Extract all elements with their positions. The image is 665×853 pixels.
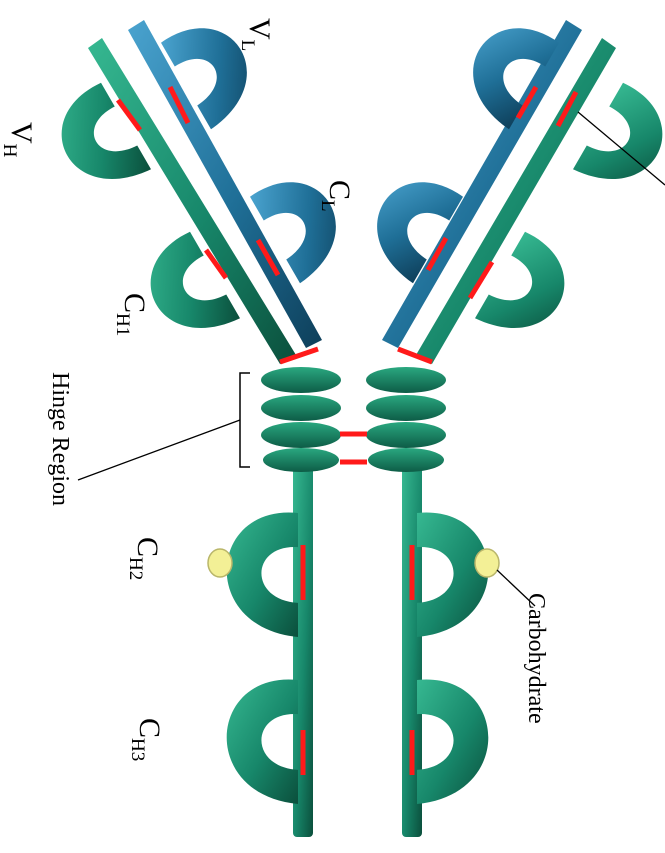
- label-hinge-region: Hinge Region: [47, 372, 73, 506]
- hinge-bracket: [240, 373, 250, 467]
- carbohydrate-left: [208, 549, 232, 577]
- svg-text:CH2: CH2: [125, 537, 164, 580]
- svg-text:CH3: CH3: [127, 718, 166, 761]
- label-ch2: CH2: [125, 537, 164, 580]
- right-cl-domain: [356, 164, 463, 284]
- label-carbohydrate: Carbohydrate: [523, 593, 549, 724]
- svg-text:CH1: CH1: [112, 293, 151, 336]
- label-ch3: CH3: [127, 718, 166, 761]
- right-vh-domain: [573, 82, 665, 202]
- ch2-domain-left: [227, 513, 298, 637]
- ch2-domain-right: [417, 513, 488, 637]
- hinge-region: [78, 367, 446, 480]
- fc-region: [208, 465, 499, 837]
- ch3-domain-right: [417, 680, 488, 804]
- hinge-disulfide-bonds: [340, 434, 367, 462]
- svg-text:Hinge Region: Hinge Region: [47, 372, 73, 506]
- hinge-pointer: [78, 420, 240, 480]
- svg-text:VL: VL: [237, 18, 276, 51]
- hinge-left-discs: [261, 367, 341, 472]
- svg-text:VH: VH: [0, 122, 38, 158]
- ch3-domain-left: [227, 680, 298, 804]
- fab-arm-right: [356, 10, 665, 364]
- carbohydrate-right: [475, 549, 499, 577]
- label-ch1: CH1: [112, 293, 151, 336]
- svg-text:Carbohydrate: Carbohydrate: [523, 593, 549, 724]
- label-vl: VL: [237, 18, 276, 51]
- hinge-right-discs: [366, 367, 446, 472]
- fab-arm-left: [44, 10, 357, 364]
- fc-disulfide-bonds: [303, 545, 412, 775]
- label-vh: VH: [0, 122, 38, 158]
